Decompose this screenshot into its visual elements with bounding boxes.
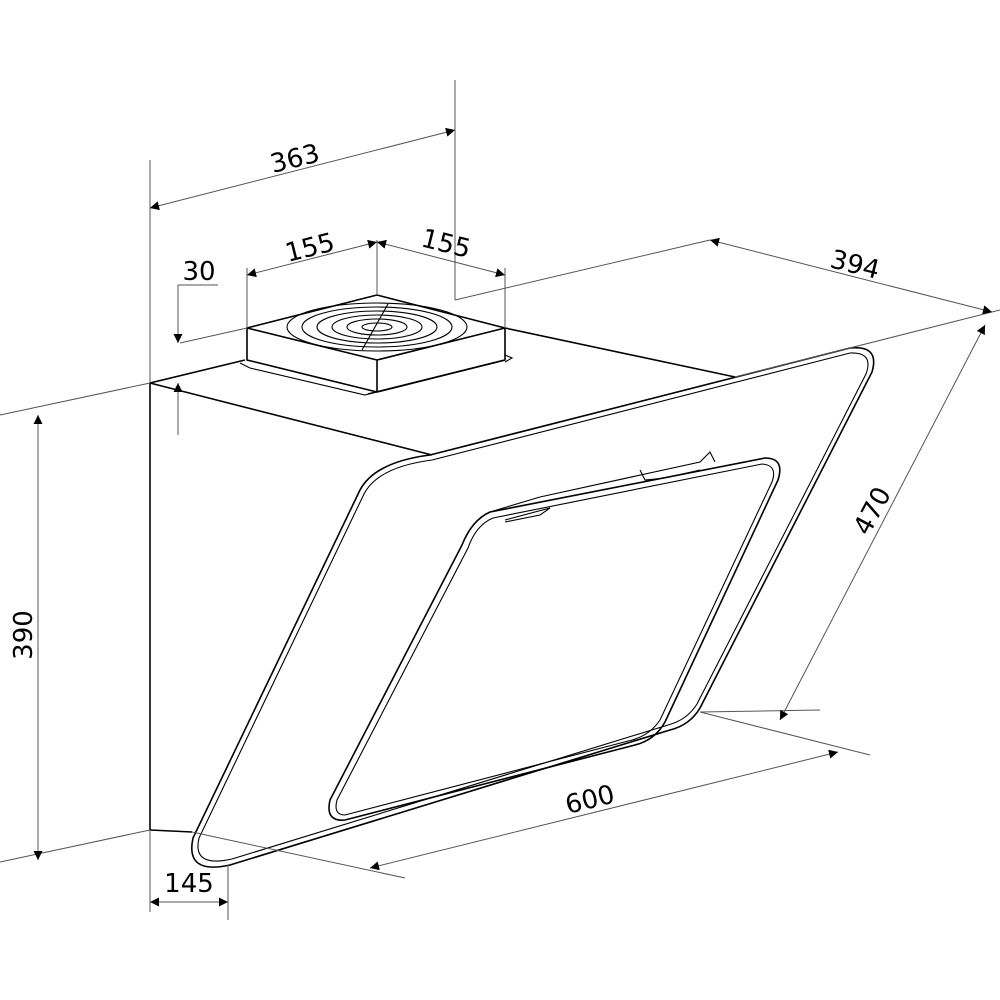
- fan-grille-icon: [286, 302, 468, 352]
- dim-chimney-depth: 363: [267, 139, 322, 180]
- dim-height: 390: [9, 610, 39, 660]
- dim-fan-width-left: 155: [282, 228, 337, 269]
- dim-fan-height: 30: [182, 257, 215, 287]
- dim-top-depth: 394: [827, 245, 882, 286]
- dim-width: 600: [562, 780, 617, 821]
- dimension-lines: [33, 127, 993, 907]
- dim-glass-height: 470: [848, 482, 898, 540]
- fan-unit: [239, 294, 514, 396]
- dim-bottom-offset: 145: [164, 869, 214, 899]
- glass-panel: [191, 346, 875, 868]
- dim-fan-width-right: 155: [418, 224, 473, 265]
